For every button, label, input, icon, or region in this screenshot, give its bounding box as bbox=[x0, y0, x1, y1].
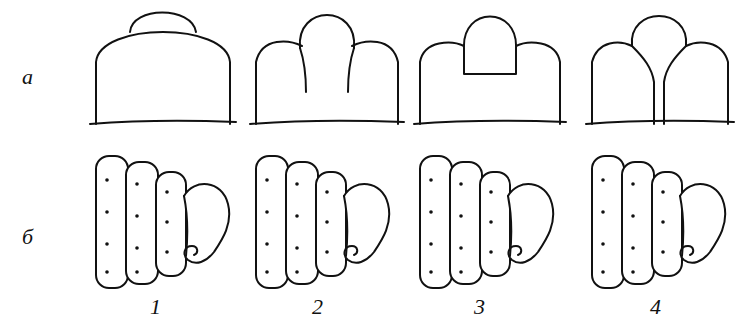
head-outline-4 bbox=[586, 16, 734, 124]
column-number: 4 bbox=[650, 296, 661, 318]
row-letter: б bbox=[22, 226, 33, 248]
segmented-body-3 bbox=[420, 156, 553, 288]
row-letter: а bbox=[22, 66, 33, 88]
head-outline-3 bbox=[414, 17, 566, 125]
segmented-body-1 bbox=[96, 156, 229, 288]
column-number: 3 bbox=[474, 296, 485, 318]
head-outline-2 bbox=[250, 15, 404, 124]
column-number: 1 bbox=[150, 296, 161, 318]
head-outline-1 bbox=[90, 13, 236, 125]
segmented-body-2 bbox=[256, 156, 389, 288]
segmented-body-4 bbox=[592, 156, 725, 288]
column-number: 2 bbox=[312, 296, 323, 318]
